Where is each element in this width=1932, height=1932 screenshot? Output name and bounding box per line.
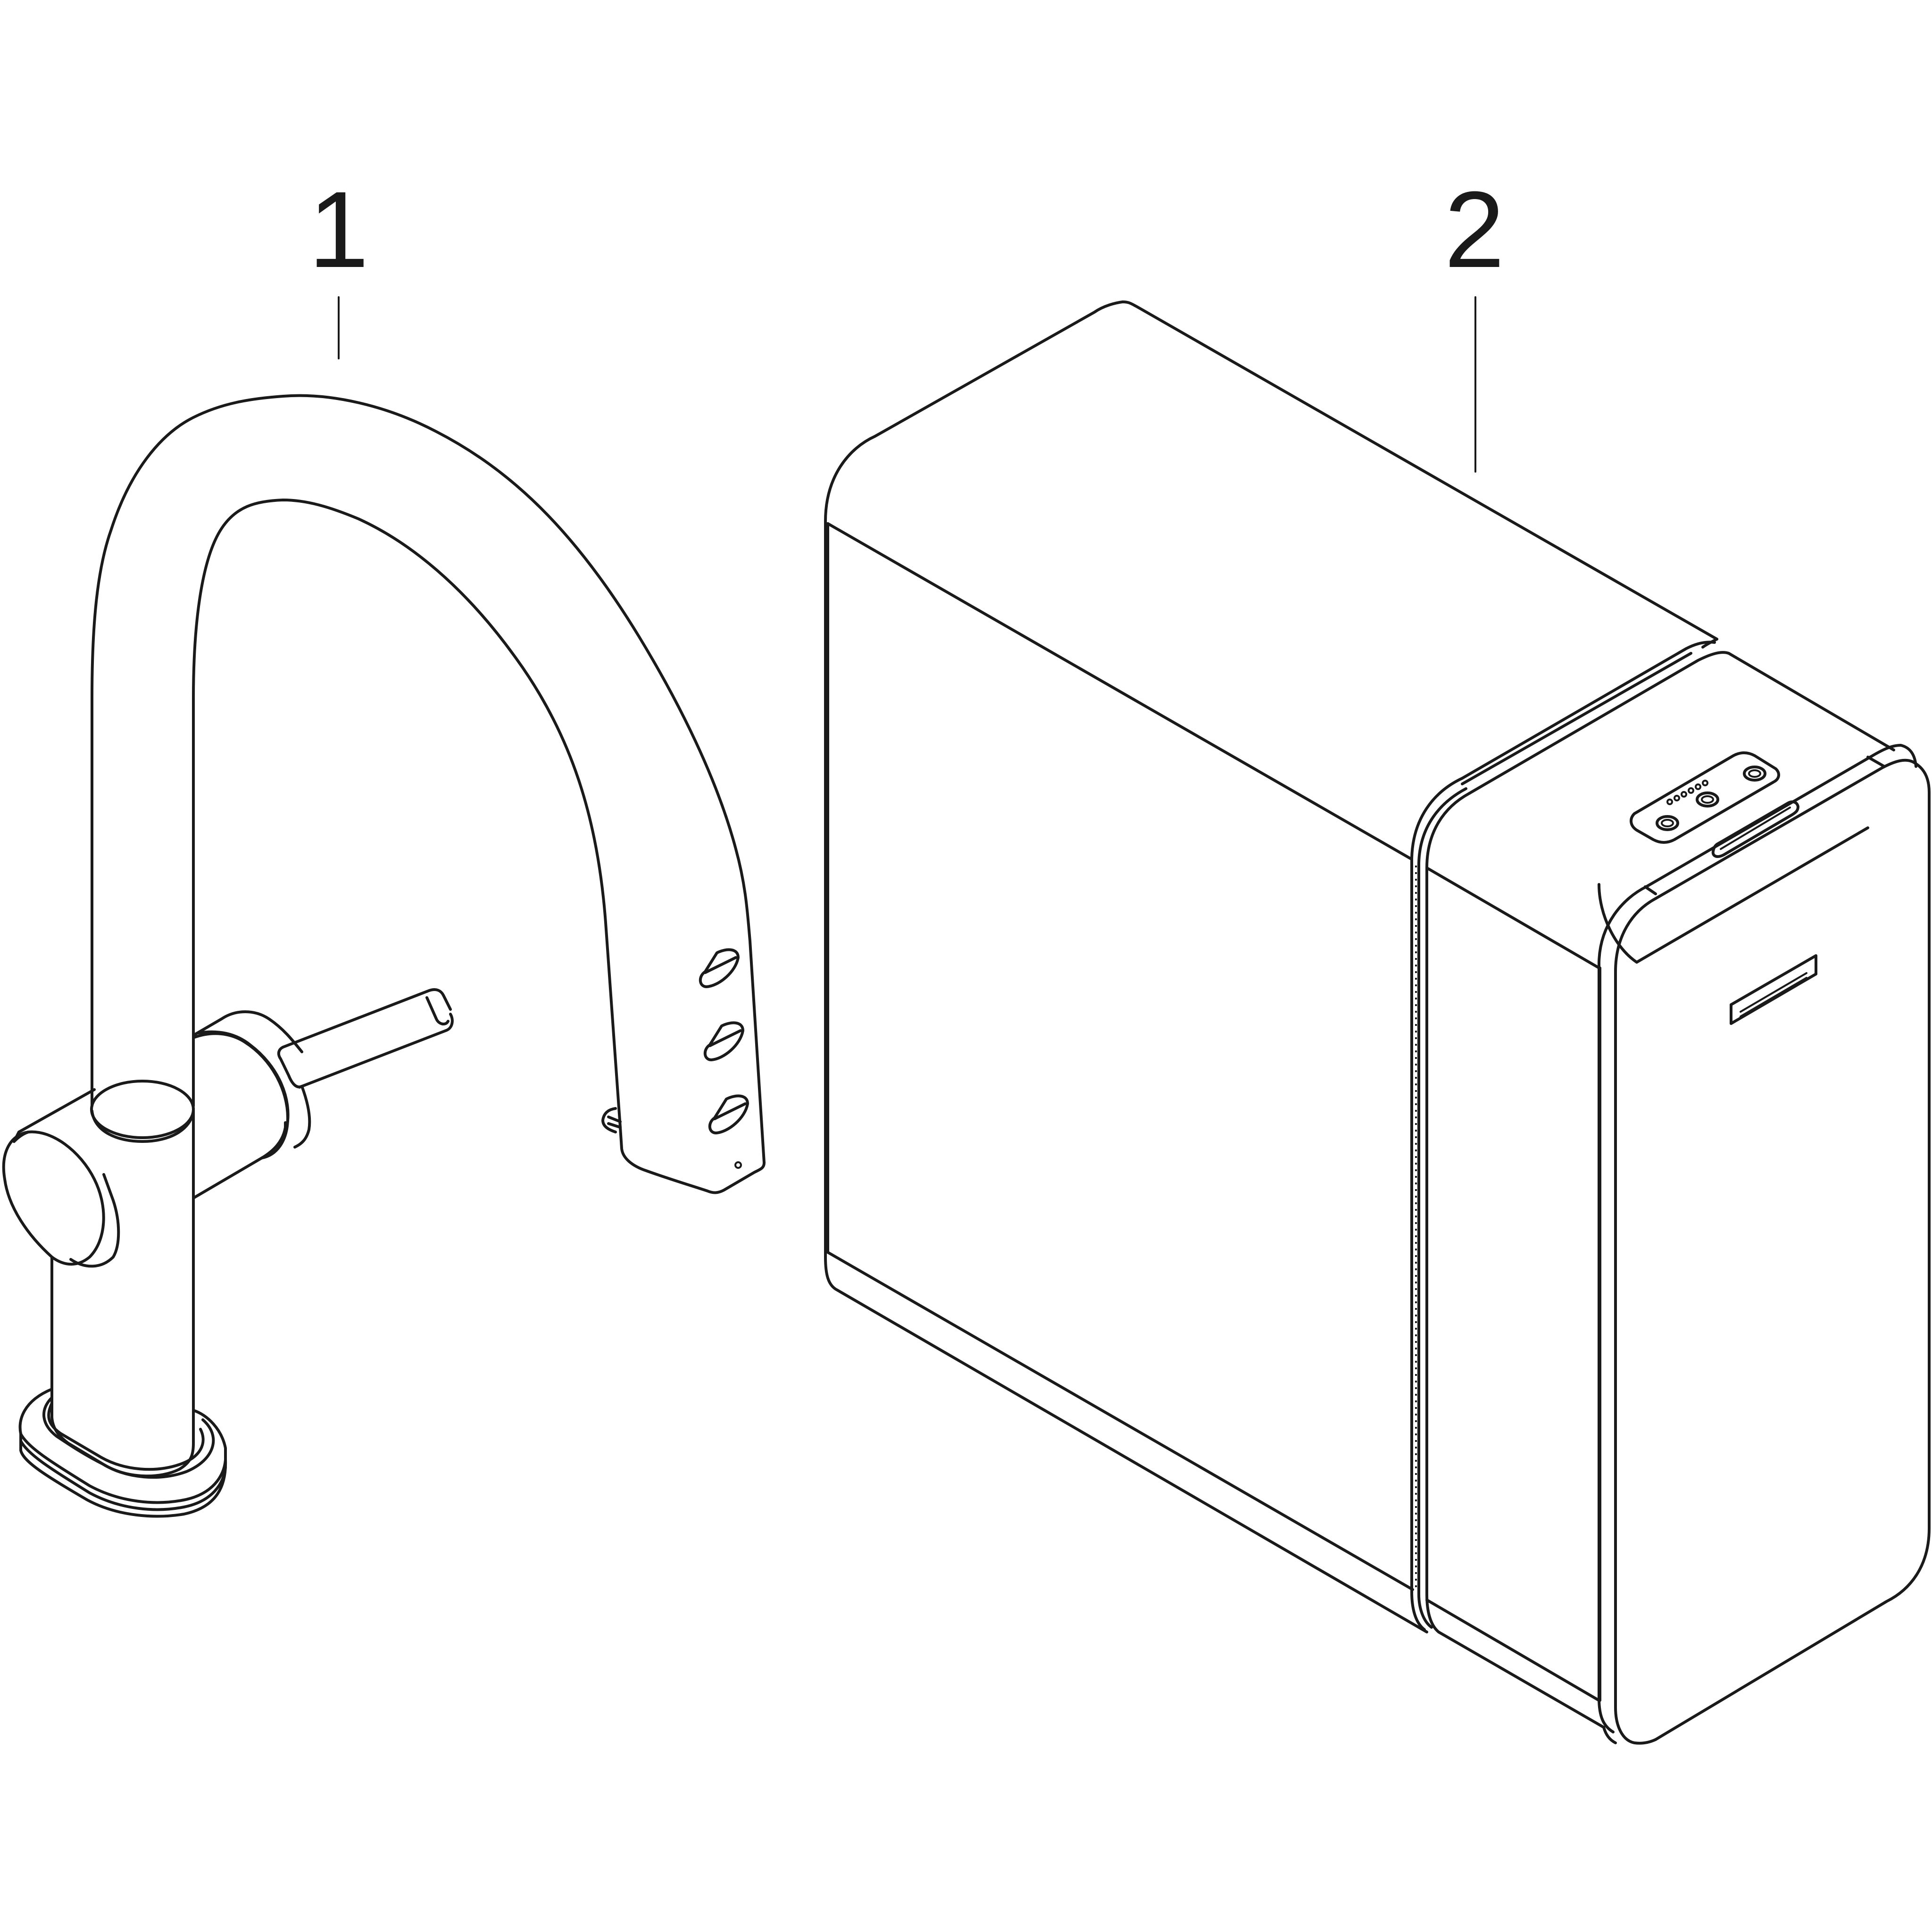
faucet-spout bbox=[90, 394, 766, 1194]
filter-unit-front-housing bbox=[1425, 651, 1931, 1745]
carry-handle bbox=[1711, 800, 1799, 858]
callout-1-label: 1 bbox=[308, 169, 369, 290]
faucet-left-knob bbox=[2, 1088, 120, 1268]
control-button-right bbox=[1743, 766, 1766, 782]
front-display-slot bbox=[1730, 954, 1817, 1025]
control-button-left bbox=[1656, 815, 1679, 831]
faucet-body bbox=[50, 1107, 195, 1478]
callout-2: 2 bbox=[1444, 169, 1505, 473]
control-panel bbox=[1630, 751, 1799, 858]
spray-button-3 bbox=[708, 1094, 749, 1134]
control-button-center bbox=[1696, 791, 1719, 808]
filter-unit-drawing bbox=[824, 300, 1931, 1745]
spray-button-2 bbox=[703, 1021, 744, 1061]
led-indicator-row bbox=[1666, 780, 1708, 805]
filter-unit-back-housing bbox=[824, 300, 1718, 1633]
callout-2-label: 2 bbox=[1444, 169, 1505, 290]
callout-1: 1 bbox=[308, 169, 369, 359]
spray-button-1 bbox=[699, 948, 740, 988]
faucet-drawing bbox=[2, 394, 766, 1518]
faucet-right-lever bbox=[192, 988, 454, 1199]
